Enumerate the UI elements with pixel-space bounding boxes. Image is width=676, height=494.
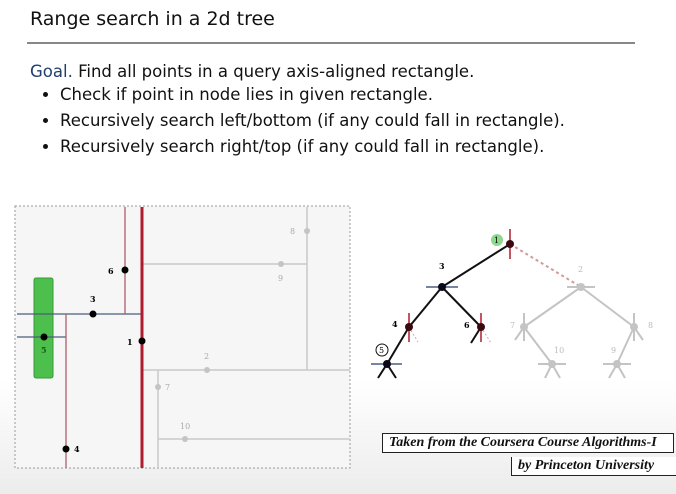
tree-diagram: 1 3 4 6 5 2 7 8 10 9 xyxy=(371,229,653,379)
caption-line-2: by Princeton University xyxy=(511,457,676,476)
bullet-item: Check if point in node lies in given rec… xyxy=(60,82,565,108)
tree-label-3: 3 xyxy=(439,261,445,271)
bullet-item: Recursively search left/bottom (if any c… xyxy=(60,108,565,134)
found-marker xyxy=(375,343,389,357)
point-8 xyxy=(304,228,310,234)
point-10 xyxy=(182,436,188,442)
tree-label-2: 2 xyxy=(578,265,583,274)
label-9: 9 xyxy=(278,274,283,283)
tree-label-7: 7 xyxy=(510,321,515,330)
label-10: 10 xyxy=(180,422,190,431)
label-6: 6 xyxy=(108,266,114,276)
plane-border xyxy=(14,205,351,469)
found-marker xyxy=(491,234,503,246)
tree-node-1 xyxy=(506,240,514,248)
plane-diagram: 6 3 1 5 4 2 7 10 8 9 xyxy=(14,205,351,469)
point-2 xyxy=(204,367,210,373)
tree-node-3 xyxy=(438,283,446,291)
goal-text: Find all points in a query axis-aligned … xyxy=(72,62,475,81)
point-6 xyxy=(121,266,129,274)
tree-label-10: 10 xyxy=(554,346,564,355)
label-4: 4 xyxy=(74,444,80,454)
tree-node-4 xyxy=(405,323,413,331)
caption-line-1: Taken from the Coursera Course Algorithm… xyxy=(382,433,674,453)
point-5 xyxy=(40,333,48,341)
point-3 xyxy=(89,310,97,318)
slide-title: Range search in a 2d tree xyxy=(30,8,275,30)
title-divider xyxy=(27,42,635,44)
point-7 xyxy=(155,384,161,390)
label-3: 3 xyxy=(90,294,96,304)
label-7: 7 xyxy=(165,383,170,392)
point-9 xyxy=(278,261,284,267)
point-4 xyxy=(62,445,70,453)
tree-label-1: 1 xyxy=(494,236,499,245)
tree-label-8: 8 xyxy=(648,321,653,330)
tree-label-4: 4 xyxy=(392,319,398,329)
goal-label: Goal. xyxy=(30,62,73,81)
label-8: 8 xyxy=(290,227,295,236)
goal-line: Goal. Find all points in a query axis-al… xyxy=(30,62,474,81)
bullet-item: Recursively search right/top (if any cou… xyxy=(60,134,565,160)
bullet-list: Check if point in node lies in given rec… xyxy=(40,82,565,160)
query-rectangle xyxy=(33,277,54,379)
tree-node-6 xyxy=(477,323,485,331)
label-5: 5 xyxy=(41,345,47,355)
point-1 xyxy=(138,337,146,345)
tree-node-5 xyxy=(383,360,391,368)
tree-label-6: 6 xyxy=(464,320,470,330)
tree-label-9: 9 xyxy=(611,346,616,355)
tree-label-5: 5 xyxy=(379,346,384,355)
label-2: 2 xyxy=(204,352,209,361)
label-1: 1 xyxy=(127,337,133,347)
